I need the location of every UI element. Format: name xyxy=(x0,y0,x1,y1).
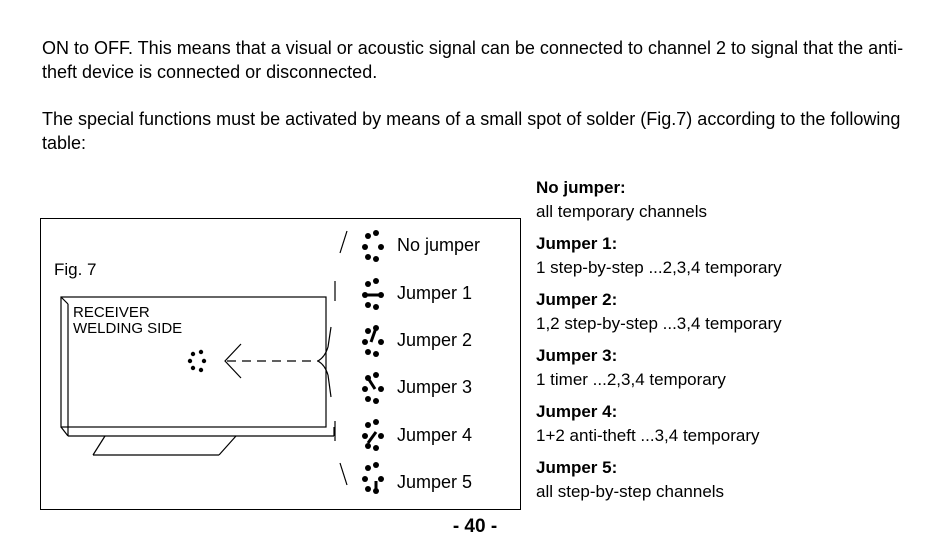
legend-title: Jumper 5: xyxy=(536,458,618,477)
legend-desc: all step-by-step channels xyxy=(536,482,725,501)
pad-jumper-3-icon xyxy=(362,372,384,404)
legend-title: No jumper: xyxy=(536,178,626,197)
board-base xyxy=(92,435,106,456)
legend-desc: 1 step-by-step ...2,3,4 temporary xyxy=(536,258,782,277)
legend-item: No jumper: all temporary channels xyxy=(536,176,916,224)
jumper-label-none: No jumper xyxy=(397,235,481,255)
brace-bracket xyxy=(317,346,329,362)
board-label-line1: RECEIVER xyxy=(73,304,150,321)
board-label: RECEIVER WELDING SIDE xyxy=(73,305,182,337)
jumper-label-4: Jumper 4 xyxy=(397,425,473,445)
jumper-label-2: Jumper 2 xyxy=(397,330,473,350)
legend-desc: 1,2 step-by-step ...3,4 temporary xyxy=(536,314,782,333)
legend-title: Jumper 3: xyxy=(536,346,618,365)
receiver-board xyxy=(60,296,327,428)
legend-title: Jumper 1: xyxy=(536,234,618,253)
legend-item: Jumper 5: all step-by-step channels xyxy=(536,456,916,504)
jumper-label-1: Jumper 1 xyxy=(397,283,473,303)
arrow-icon xyxy=(224,343,242,379)
jumper-label-3: Jumper 3 xyxy=(397,377,473,397)
legend-title: Jumper 4: xyxy=(536,402,618,421)
pad-jumper-5-icon xyxy=(362,462,384,494)
pad-jumper-2-icon xyxy=(362,325,384,357)
legend-desc: 1 timer ...2,3,4 temporary xyxy=(536,370,726,389)
jumper-label-5: Jumper 5 xyxy=(397,472,473,492)
figure-7: Fig. 7 RECEIVER WELDING SIDE No jumper J… xyxy=(40,218,521,510)
legend-item: Jumper 2: 1,2 step-by-step ...3,4 tempor… xyxy=(536,288,916,336)
page-number: - 40 - xyxy=(452,516,498,537)
legend-item: Jumper 1: 1 step-by-step ...2,3,4 tempor… xyxy=(536,232,916,280)
receiver-diagram xyxy=(60,230,384,494)
legend-title: Jumper 2: xyxy=(536,290,618,309)
legend-item: Jumper 4: 1+2 anti-theft ...3,4 temporar… xyxy=(536,400,916,448)
pad-jumper-4-icon xyxy=(362,419,384,451)
legend-desc: 1+2 anti-theft ...3,4 temporary xyxy=(536,426,760,445)
legend-item: Jumper 3: 1 timer ...2,3,4 temporary xyxy=(536,344,916,392)
intro-paragraph: ON to OFF. This means that a visual or a… xyxy=(42,38,904,82)
solder-pads-icon xyxy=(187,349,207,373)
instruction-paragraph: The special functions must be activated … xyxy=(42,109,901,153)
jumper-legend: No jumper: all temporary channels Jumper… xyxy=(536,176,916,512)
board-label-line2: WELDING SIDE xyxy=(73,320,183,337)
legend-desc: all temporary channels xyxy=(536,202,708,221)
figure-caption: Fig. 7 xyxy=(54,260,97,279)
pad-jumper-1-icon xyxy=(362,278,384,310)
pad-no-jumper-icon xyxy=(362,230,384,262)
